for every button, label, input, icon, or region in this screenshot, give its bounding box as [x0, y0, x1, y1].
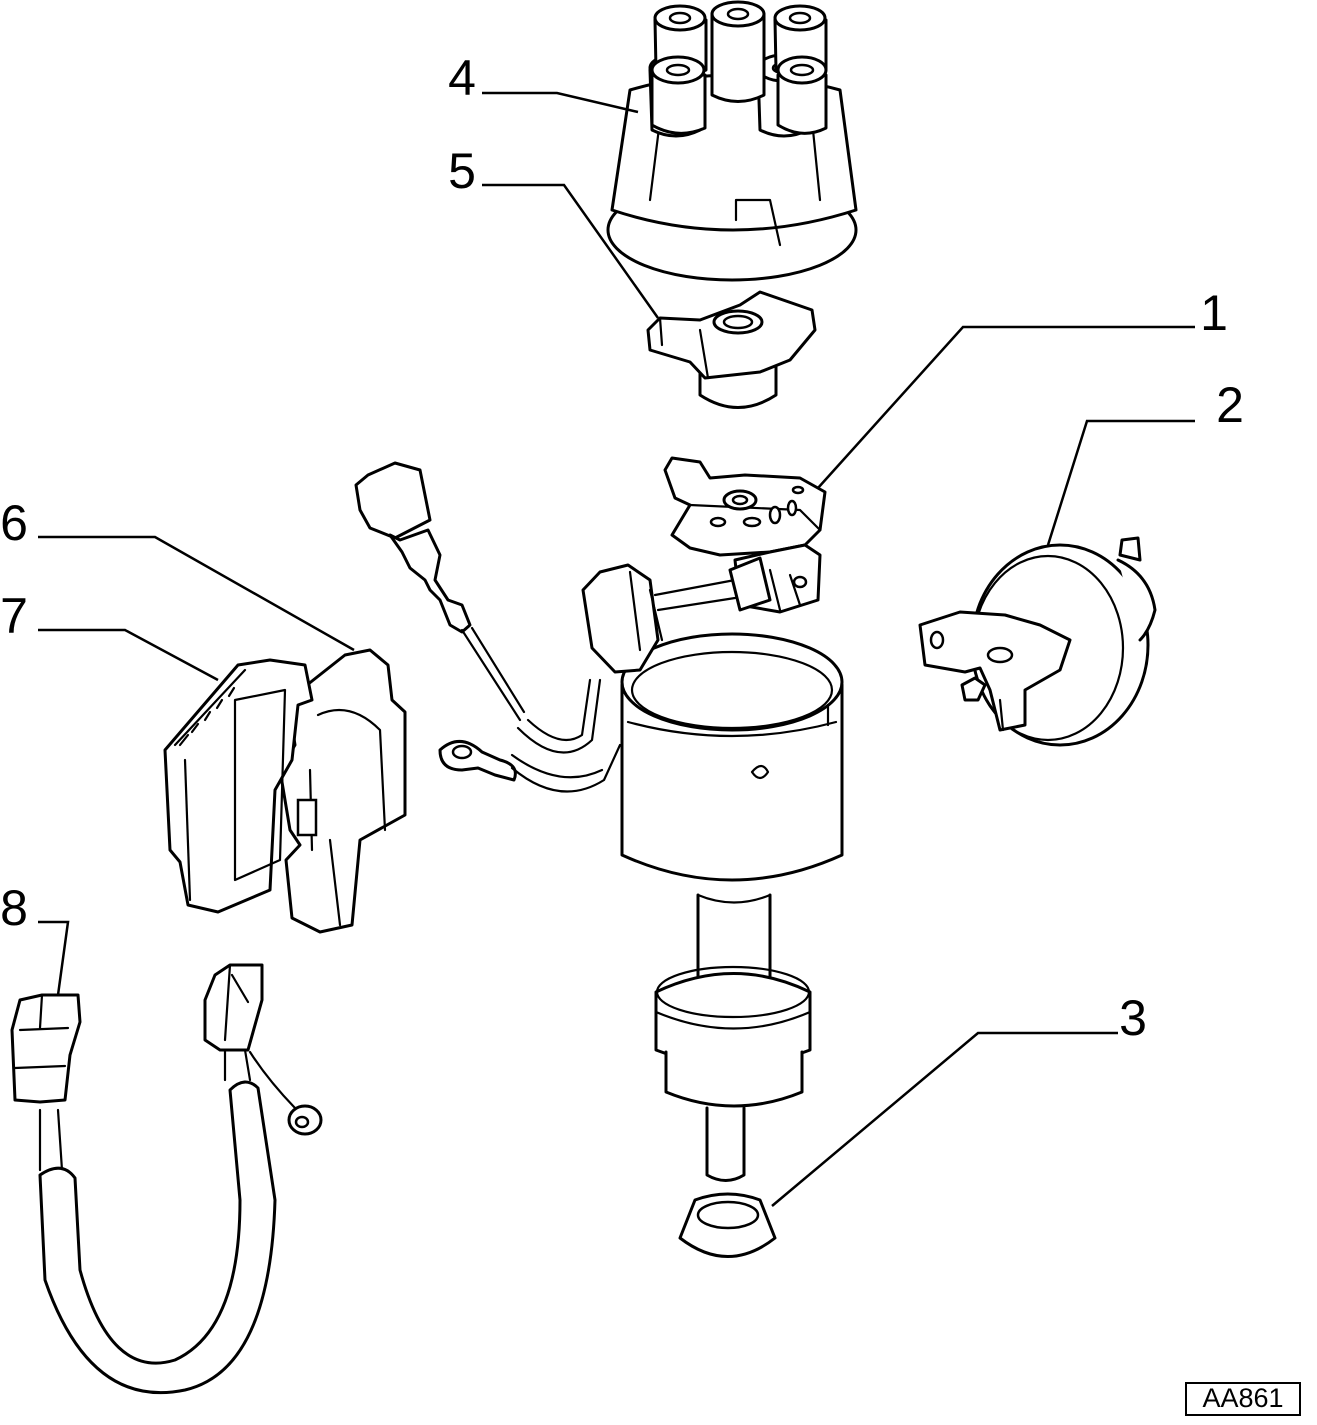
seal-washer: [678, 1192, 777, 1258]
callout-7: 7: [0, 588, 28, 644]
reference-code-box: AA861: [1185, 1382, 1301, 1416]
callout-5: 5: [448, 143, 476, 199]
jumper-harness: [10, 963, 323, 1395]
rotor-arm: [646, 290, 817, 409]
callout-1: 1: [1200, 285, 1228, 341]
callout-6: 6: [0, 495, 28, 551]
sensor-harness: [354, 461, 772, 793]
leader-lines: [38, 91, 1195, 1207]
callouts: 1 2 3 4 5 6 7 8: [0, 50, 1244, 1046]
distributor-cap: [606, 0, 858, 282]
module-bracket: [278, 648, 407, 934]
callout-4: 4: [448, 50, 476, 106]
vacuum-advance-unit: [918, 536, 1157, 747]
distributor-body: [620, 632, 844, 1182]
ignition-module: [163, 658, 314, 914]
callout-3: 3: [1119, 990, 1147, 1046]
callout-2: 2: [1216, 377, 1244, 433]
callout-8: 8: [0, 880, 28, 936]
